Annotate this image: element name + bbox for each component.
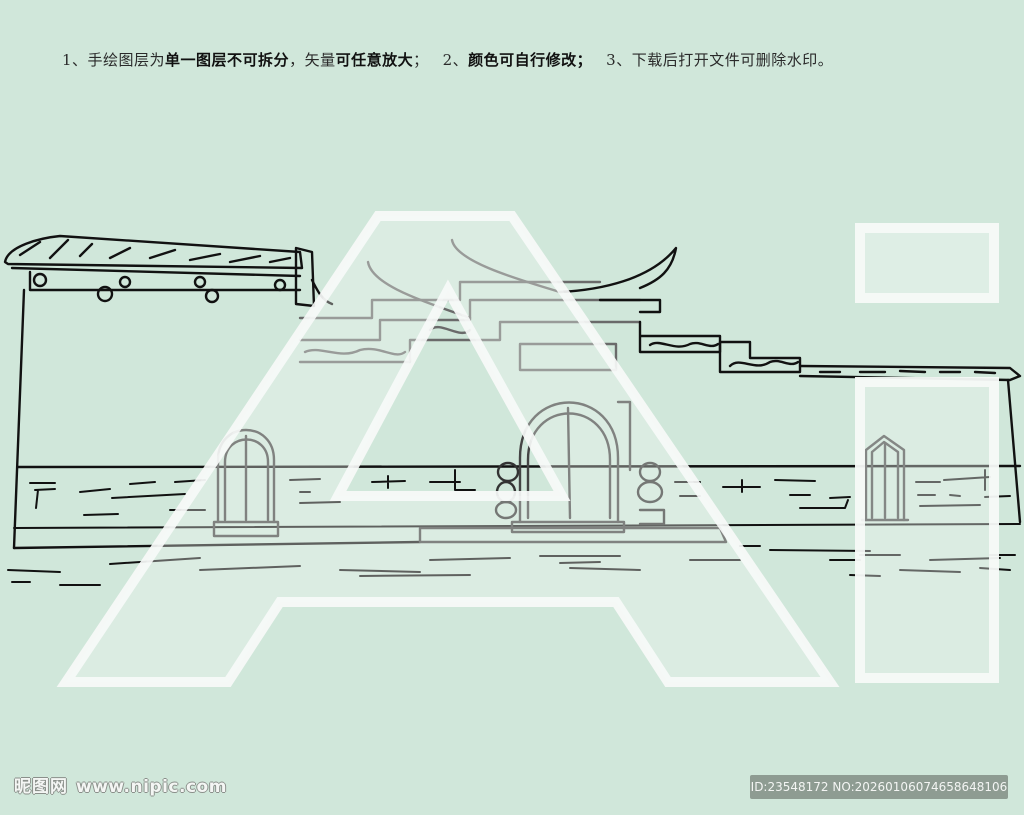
ai-letter-i-dot (855, 223, 999, 303)
nipic-brand: 昵图网 (14, 777, 68, 797)
right-roof (558, 246, 1022, 524)
image-id-badge: ID:23548172 NO:20260106074658648106 (750, 775, 1008, 799)
notice-item1-sep: ，矢量 (289, 51, 336, 69)
notice-item3: 3、下载后打开文件可删除水印。 (606, 51, 834, 69)
notice-item2-prefix: 2、 (442, 51, 469, 69)
brick-strokes (7, 469, 1016, 586)
left-wall-edge (12, 288, 26, 550)
notice-item1-prefix: 1、手绘图层为 (62, 51, 166, 69)
nipic-site: www.nipic.com (76, 777, 227, 797)
download-notice: 1、手绘图层为单一图层不可拆分，矢量可任意放大； 2、颜色可自行修改； 3、下载后打… (62, 49, 833, 70)
ai-letter-i-stem (855, 377, 999, 683)
ai-logo-overlay (56, 211, 999, 687)
nipic-watermark: 昵图网 www.nipic.com (14, 772, 227, 797)
notice-item1-end: ； (413, 51, 429, 69)
wall-base-left (12, 540, 422, 550)
notice-item1-bold: 单一图层不可拆分 (165, 51, 290, 69)
right-door (860, 434, 910, 522)
notice-item1-bold2: 可任意放大 (335, 51, 414, 69)
left-roof (3, 234, 334, 308)
notice-item2-bold: 颜色可自行修改； (468, 51, 593, 69)
